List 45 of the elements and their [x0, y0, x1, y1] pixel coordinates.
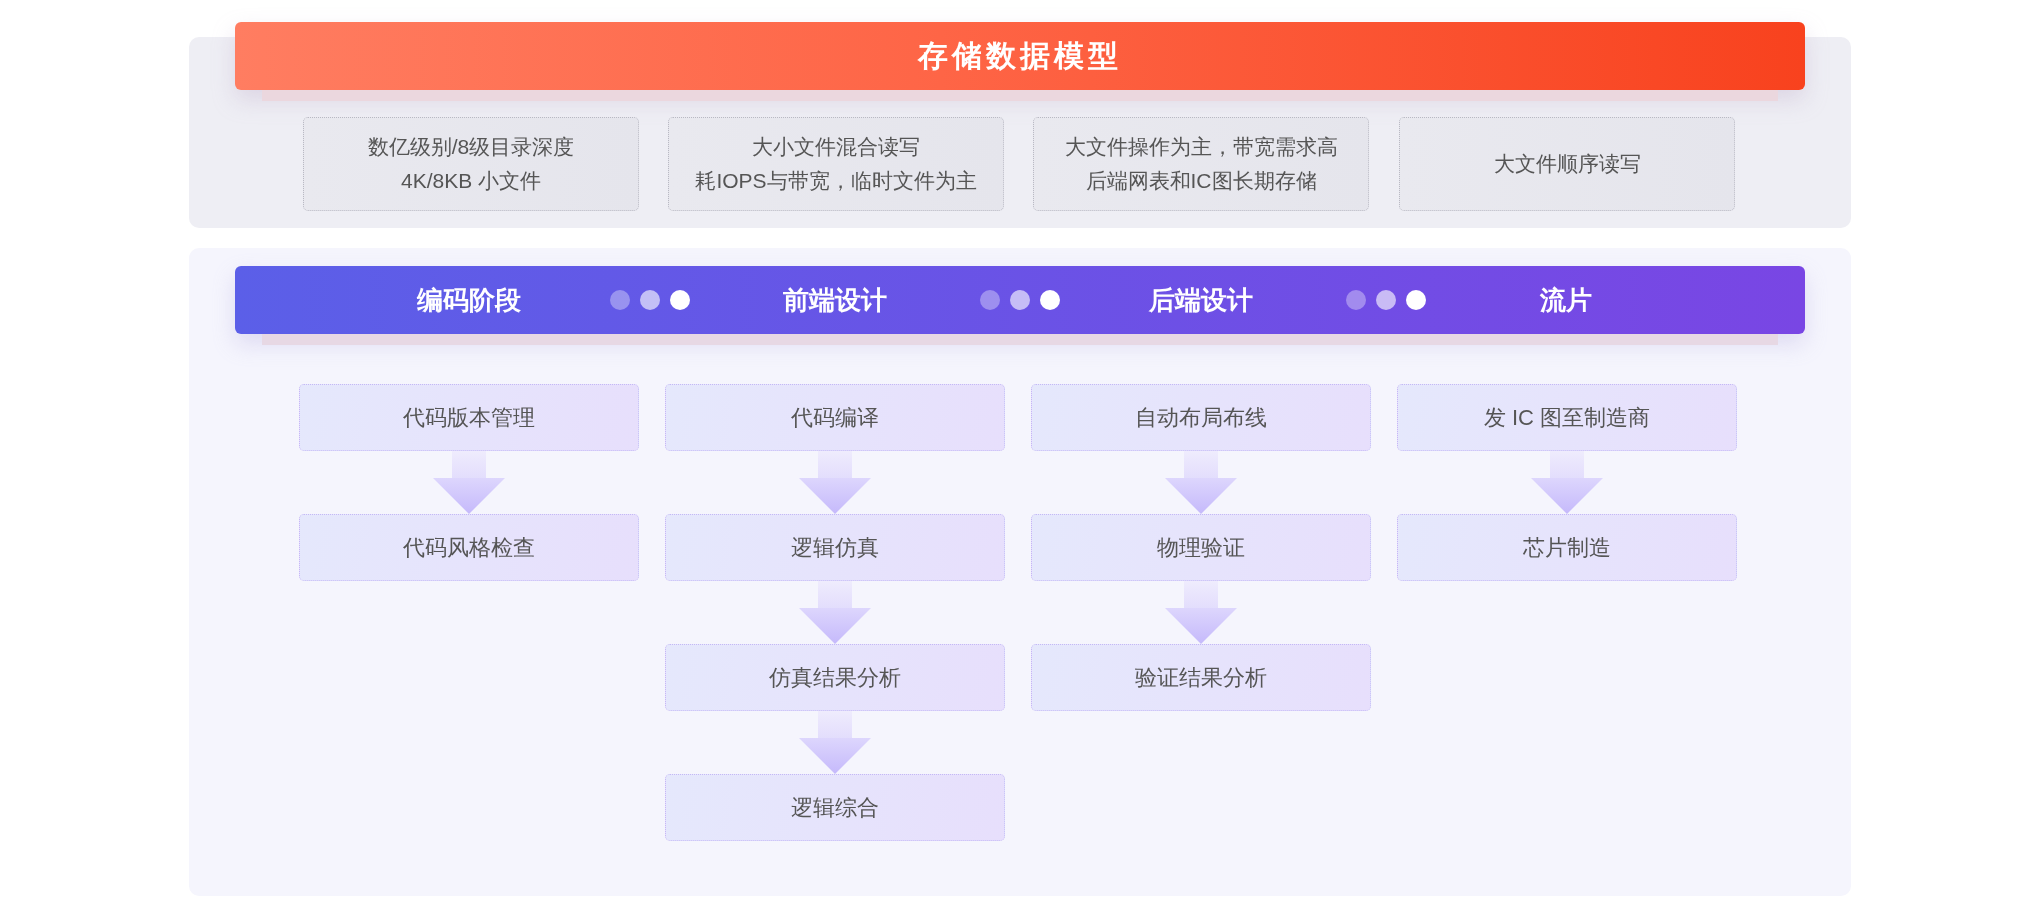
info-text: 耗IOPS与带宽，临时文件为主	[695, 168, 977, 194]
info-text: 数亿级别/8级目录深度	[367, 134, 575, 160]
info-text: 大文件操作为主，带宽需求高	[1064, 134, 1338, 160]
stage-label: 前端设计	[783, 284, 887, 317]
stage-label: 流片	[1540, 284, 1592, 317]
process-label: 物理验证	[1157, 533, 1245, 562]
process-label: 代码版本管理	[403, 403, 535, 432]
process-box	[1397, 384, 1737, 451]
process-label: 发 IC 图至制造商	[1483, 403, 1651, 432]
info-box	[1399, 117, 1735, 211]
process-label: 代码风格检查	[403, 533, 535, 562]
arrow	[799, 451, 871, 514]
process-box	[1031, 514, 1371, 581]
process-box	[299, 514, 639, 581]
process-label: 仿真结果分析	[769, 663, 901, 692]
process-box	[1397, 514, 1737, 581]
info-text: 大小文件混合读写	[752, 134, 920, 160]
process-label: 芯片制造	[1523, 533, 1611, 562]
process-box	[299, 384, 639, 451]
process-box	[1031, 384, 1371, 451]
process-box	[665, 644, 1005, 711]
arrow	[1165, 581, 1237, 644]
process-box	[665, 774, 1005, 841]
process-label: 验证结果分析	[1135, 663, 1267, 692]
process-box	[665, 384, 1005, 451]
arrow	[1165, 451, 1237, 514]
process-label: 逻辑仿真	[791, 533, 879, 562]
arrow	[433, 451, 505, 514]
process-label: 自动布局布线	[1135, 403, 1267, 432]
process-label: 代码编译	[791, 403, 879, 432]
info-text: 4K/8KB 小文件	[400, 168, 542, 194]
info-box	[668, 117, 1004, 211]
arrow	[799, 581, 871, 644]
stage-label: 编码阶段	[417, 284, 521, 317]
title-text: 存储数据模型	[918, 38, 1122, 74]
info-text: 后端网表和IC图长期存储	[1085, 168, 1317, 194]
info-text: 大文件顺序读写	[1493, 151, 1641, 177]
info-box	[303, 117, 639, 211]
info-box	[1033, 117, 1369, 211]
process-box	[1031, 644, 1371, 711]
stage-label: 后端设计	[1149, 284, 1253, 317]
arrow	[799, 711, 871, 774]
process-box	[665, 514, 1005, 581]
arrow	[1531, 451, 1603, 514]
process-label: 逻辑综合	[791, 793, 879, 822]
